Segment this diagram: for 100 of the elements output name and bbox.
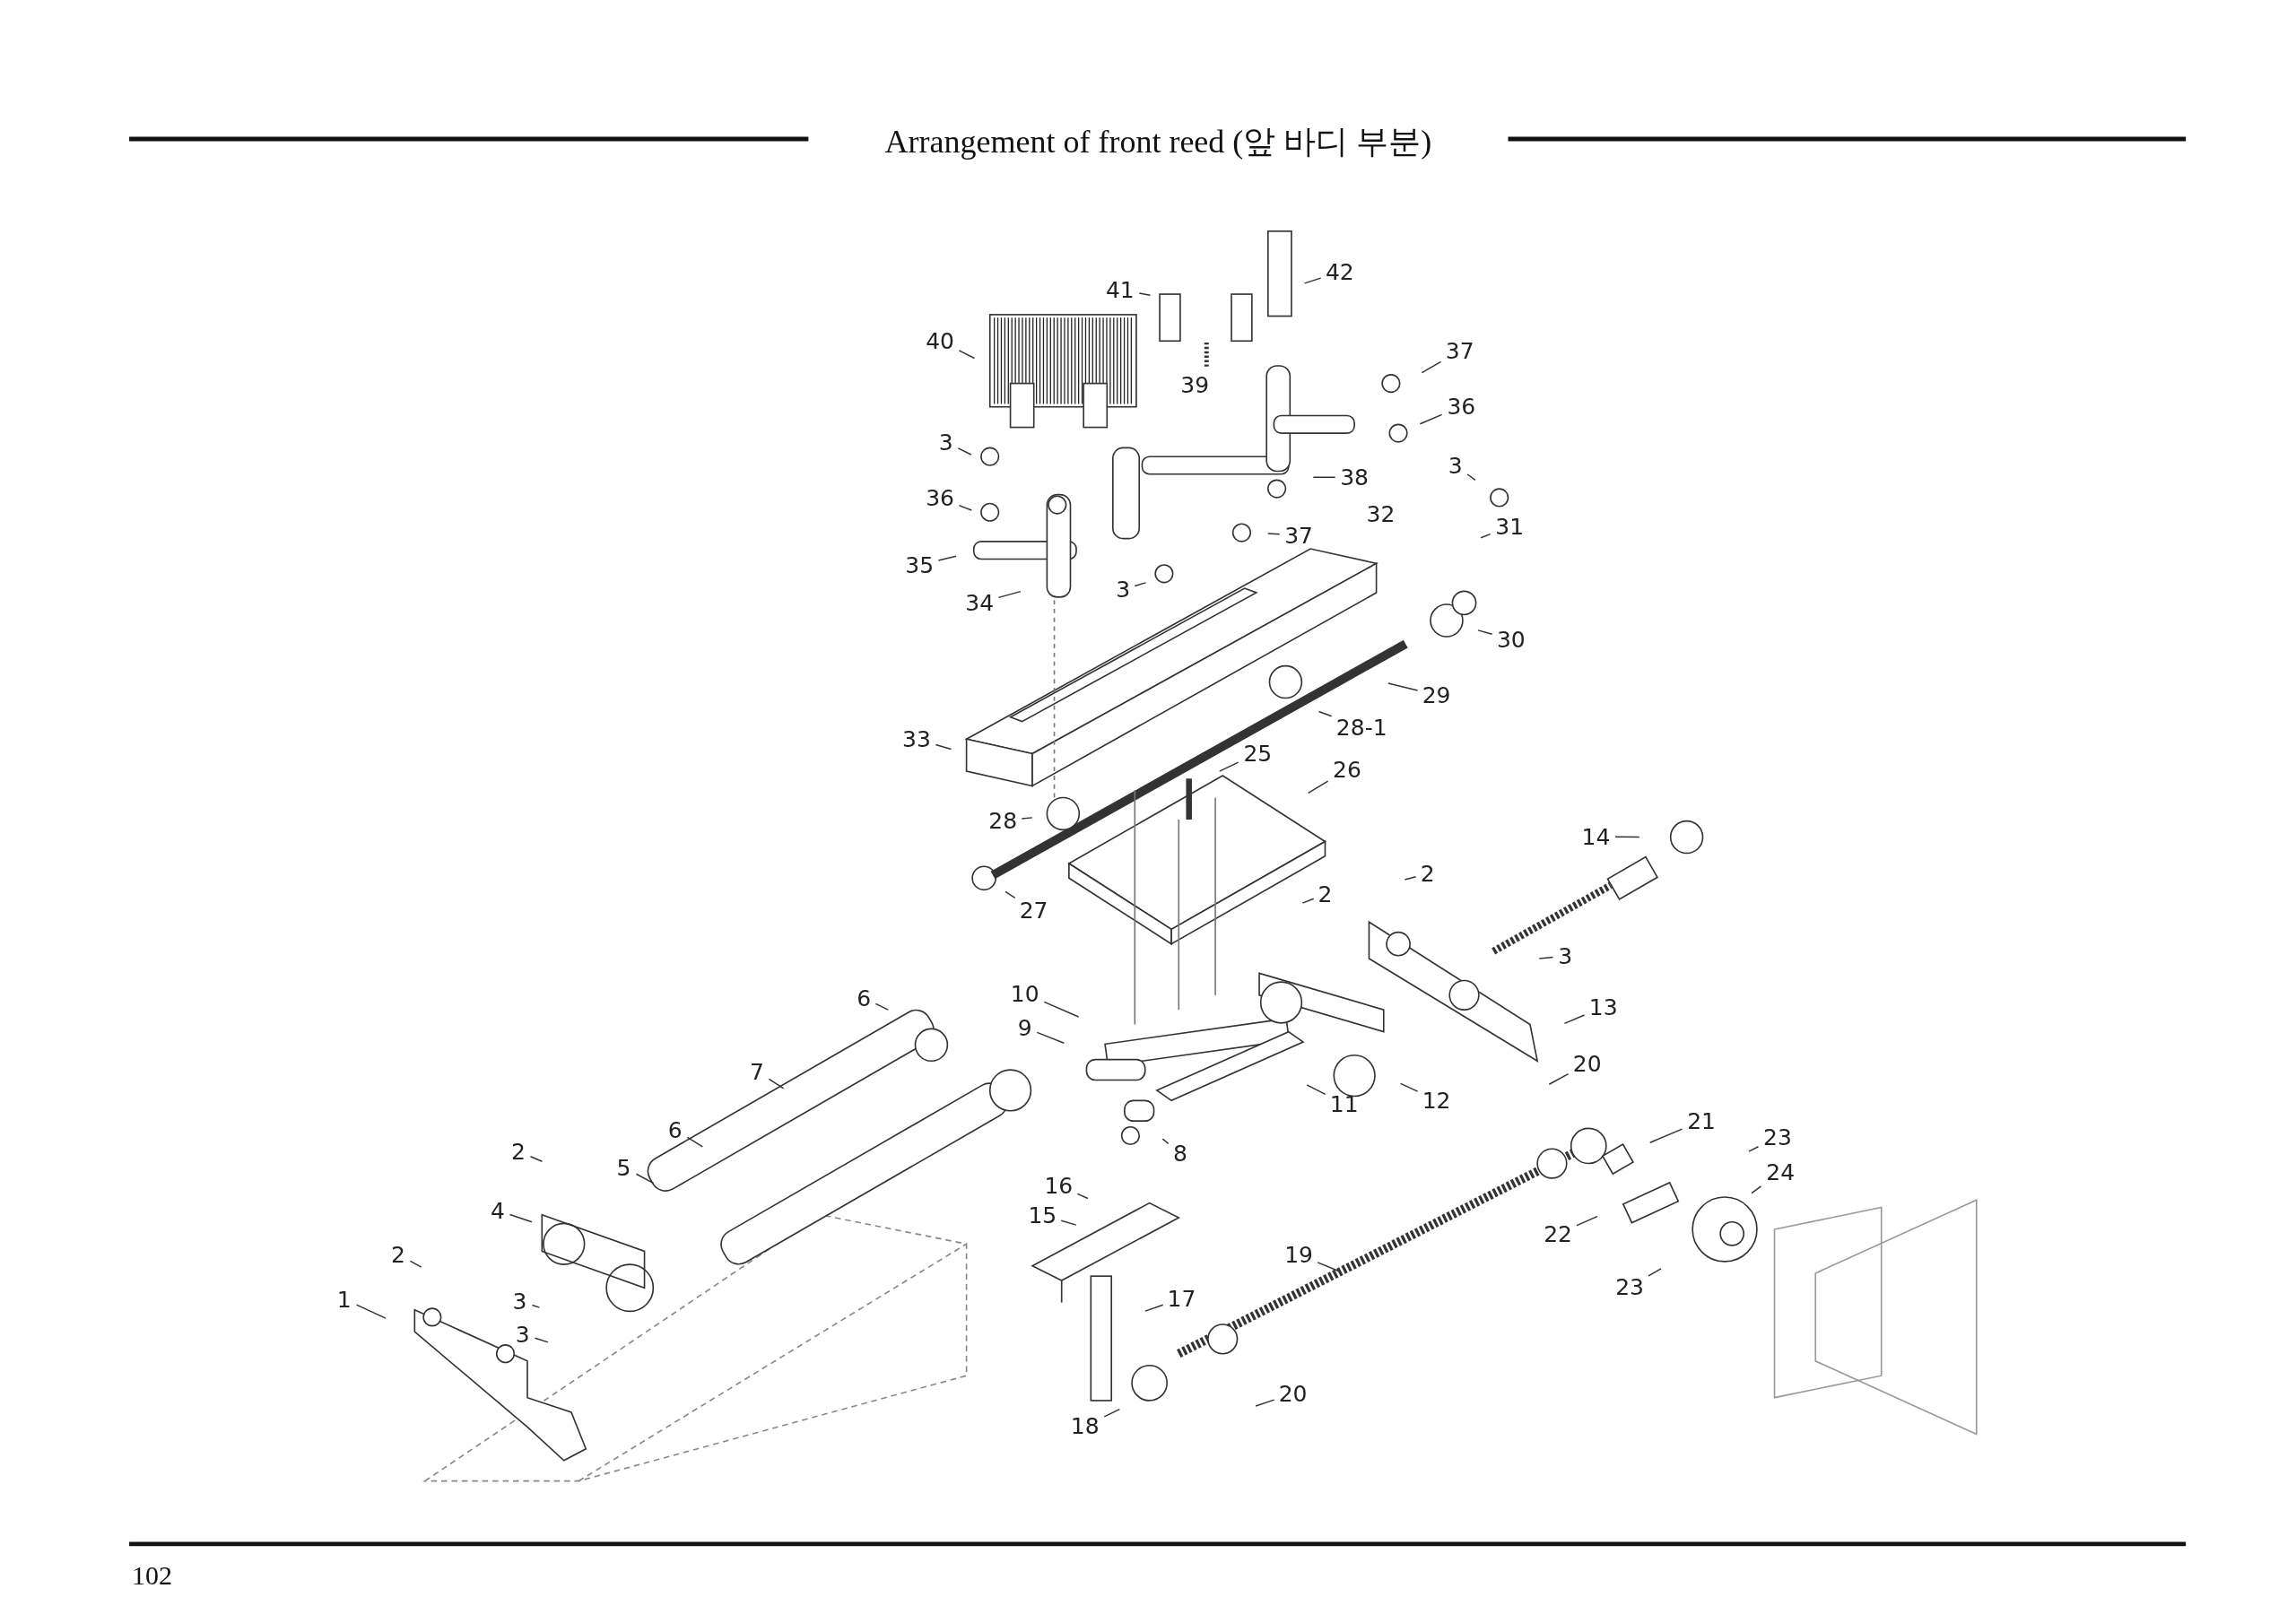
callout-number: 15	[1026, 1202, 1059, 1228]
leader-line	[957, 447, 972, 456]
leader-line	[1614, 836, 1640, 838]
callout-number: 5	[614, 1156, 633, 1181]
callout-number: 9	[1015, 1015, 1034, 1040]
callout-number: 36	[924, 485, 956, 510]
leader-line	[1307, 780, 1329, 794]
leader-line	[997, 590, 1022, 599]
leader-line	[958, 504, 972, 511]
callout-number: 13	[1587, 994, 1620, 1020]
callout-number: 37	[1443, 339, 1476, 364]
callout-number: 2	[509, 1140, 527, 1165]
callout-number: 24	[1764, 1160, 1797, 1185]
callout-number: 40	[924, 328, 956, 353]
leader-line	[1404, 875, 1417, 881]
callout-number: 28	[987, 809, 1020, 834]
leader-line	[534, 1337, 549, 1343]
callout-number: 7	[748, 1059, 766, 1084]
callout-number: 31	[1493, 515, 1526, 540]
callout-number: 26	[1331, 758, 1363, 783]
callout-number: 35	[903, 552, 936, 577]
leader-line	[874, 1002, 889, 1011]
leader-line	[1563, 1014, 1586, 1025]
callout-number: 6	[855, 985, 874, 1011]
callout-number: 32	[1364, 501, 1397, 526]
callout-number: 17	[1165, 1286, 1198, 1311]
callout-number: 18	[1068, 1413, 1101, 1438]
callout-number: 3	[1446, 453, 1465, 478]
callout-number: 22	[1542, 1221, 1574, 1246]
callout-number: 25	[1241, 742, 1274, 767]
callout-number: 19	[1283, 1242, 1315, 1267]
leader-line	[1219, 761, 1239, 772]
leader-line	[635, 1173, 655, 1185]
leader-line	[1751, 1185, 1762, 1194]
leader-line	[1419, 413, 1443, 425]
callout-number: 3	[1114, 577, 1133, 603]
leader-line	[1301, 898, 1315, 904]
leader-line	[355, 1304, 387, 1319]
callout-number: 14	[1579, 825, 1613, 850]
leader-line	[409, 1260, 422, 1268]
callout-number: 20	[1570, 1052, 1604, 1077]
leader-line	[1399, 1082, 1419, 1092]
callout-number: 16	[1042, 1173, 1075, 1198]
leader-line	[1318, 710, 1333, 717]
leader-line	[509, 1213, 533, 1223]
leader-line	[1312, 476, 1336, 478]
leader-line	[1466, 473, 1476, 482]
leader-line	[531, 1304, 541, 1308]
leader-line	[1161, 1138, 1170, 1145]
callout-number: 37	[1283, 524, 1315, 549]
callout-number: 2	[389, 1242, 407, 1267]
leader-line	[1134, 582, 1147, 587]
leader-line	[1576, 1215, 1598, 1227]
callout-number: 28-1	[1334, 715, 1389, 740]
leader-line	[1255, 1399, 1275, 1407]
leader-line	[1036, 1031, 1065, 1044]
leader-line	[1004, 890, 1016, 899]
leader-line	[1538, 956, 1554, 959]
callout-number: 42	[1323, 260, 1356, 285]
callout-number: 2	[1418, 862, 1437, 887]
leader-line	[1076, 1193, 1089, 1200]
leader-line	[1043, 1001, 1080, 1018]
callout-number: 27	[1017, 898, 1050, 923]
callout-number: 39	[1178, 372, 1212, 397]
callout-number: 36	[1445, 395, 1478, 420]
callout-number: 30	[1494, 627, 1527, 652]
callout-number: 4	[489, 1198, 507, 1223]
callout-number: 33	[900, 727, 933, 751]
leader-line	[1317, 1262, 1341, 1272]
leader-line	[1748, 1146, 1760, 1152]
callout-number: 10	[1008, 982, 1041, 1007]
callout-number: 6	[665, 1117, 684, 1142]
leader-line	[1421, 360, 1442, 374]
leader-line	[1548, 1072, 1570, 1085]
callout-number: 3	[936, 430, 955, 455]
leader-line	[768, 1078, 785, 1089]
leader-line	[686, 1136, 704, 1148]
leader-line	[529, 1156, 544, 1162]
page-number: 102	[131, 1560, 172, 1592]
leader-line	[1306, 1084, 1326, 1096]
leader-line	[1144, 1304, 1164, 1312]
callout-number: 34	[963, 591, 996, 616]
callout-number: 23	[1613, 1274, 1646, 1299]
callout-number: 12	[1420, 1089, 1453, 1114]
leader-line	[937, 555, 957, 561]
callout-number: 1	[335, 1288, 353, 1313]
leader-line	[1480, 533, 1492, 539]
leader-line	[1648, 1268, 1662, 1277]
callout-number: 41	[1103, 277, 1136, 302]
leader-line	[1138, 292, 1152, 296]
callout-number: 2	[1316, 882, 1335, 907]
callout-number: 3	[513, 1323, 532, 1348]
leader-line	[935, 743, 952, 751]
leader-line	[1267, 533, 1281, 535]
page-title: Arrangement of front reed (앞 바디 부분)	[884, 122, 1432, 161]
callout-number: 20	[1276, 1381, 1309, 1406]
callout-number: 8	[1170, 1141, 1189, 1166]
callout-number: 3	[510, 1289, 529, 1314]
leader-line	[958, 350, 976, 360]
leader-line	[1103, 1408, 1121, 1418]
